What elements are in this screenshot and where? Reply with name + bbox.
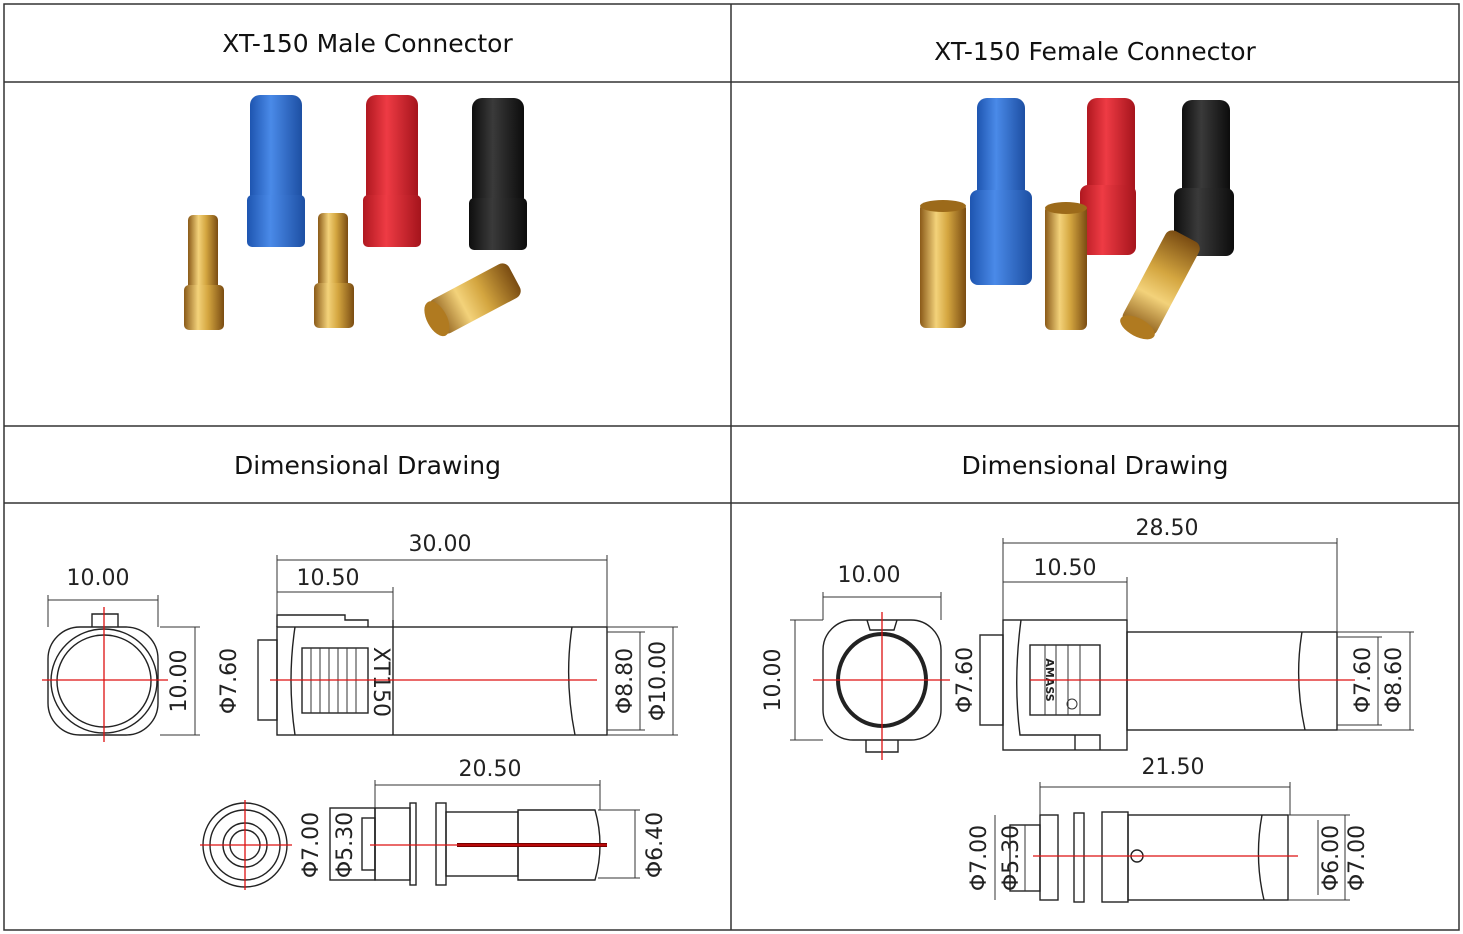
male-overall-length: 30.00 <box>409 532 472 557</box>
male-dimensional-drawing: 10.00 10.00 XT150 30.00 10.50 Φ7.60 <box>42 532 678 890</box>
male-connector-photo <box>184 95 527 337</box>
male-pin-dia-base: Φ5.30 <box>333 812 358 878</box>
male-dia-cap: Φ7.60 <box>217 648 242 714</box>
male-pin <box>184 215 224 330</box>
female-connector-photo <box>920 98 1234 340</box>
male-side-view: XT150 30.00 10.50 Φ7.60 Φ8.80 Φ10.00 <box>217 532 678 736</box>
male-pin-dia-tip: Φ6.40 <box>643 812 668 878</box>
black-housing <box>1174 100 1234 256</box>
female-pin-dia-collar: Φ7.00 <box>967 825 992 891</box>
female-housing-length: 10.50 <box>1034 556 1097 581</box>
female-front-width: 10.00 <box>838 563 901 588</box>
female-connector-title: XT-150 Female Connector <box>934 36 1256 66</box>
male-dia-outer: Φ10.00 <box>646 641 671 721</box>
female-pin <box>1045 202 1087 330</box>
female-pin-drawing: 21.50 Φ7.00 Φ5.30 Φ6.00 Φ7.00 <box>967 755 1370 903</box>
male-pin <box>314 213 354 328</box>
blue-housing <box>970 98 1032 285</box>
male-drawing-title: Dimensional Drawing <box>233 451 502 480</box>
female-front-view: 10.00 10.00 <box>761 563 950 760</box>
red-housing <box>1080 98 1136 255</box>
female-front-height: 10.00 <box>761 649 786 712</box>
female-pin-length: 21.50 <box>1142 755 1205 780</box>
female-dia-inner: Φ7.60 <box>1351 647 1376 713</box>
male-pin-length: 20.50 <box>459 757 522 782</box>
female-overall-length: 28.50 <box>1136 516 1199 541</box>
male-pin-drawing: 20.50 Φ7.00 Φ5.30 Φ6.40 <box>200 757 668 890</box>
male-front-width: 10.00 <box>67 566 130 591</box>
table-grid <box>3 3 1460 931</box>
blue-housing <box>247 95 305 247</box>
red-housing <box>363 95 421 247</box>
female-pin-dia-outer: Φ7.00 <box>1345 825 1370 891</box>
male-connector-title: XT-150 Male Connector <box>222 28 513 58</box>
female-drawing-title: Dimensional Drawing <box>961 451 1229 480</box>
male-front-view: 10.00 10.00 <box>42 566 200 742</box>
female-pin-dia-inner: Φ6.00 <box>1319 825 1344 891</box>
black-housing <box>469 98 527 250</box>
female-dia-outer: Φ8.60 <box>1382 647 1407 713</box>
male-housing-label: XT150 <box>368 647 393 717</box>
male-pin-lying <box>424 263 521 337</box>
female-pin <box>920 200 966 328</box>
female-pin-dia-base: Φ5.30 <box>999 825 1024 891</box>
male-front-height: 10.00 <box>167 650 192 713</box>
female-dimensional-drawing: 10.00 10.00 AMASS 28.50 10.50 Φ7.60 <box>761 516 1414 903</box>
male-pin-dia-collar: Φ7.00 <box>299 812 324 878</box>
male-dia-inner: Φ8.80 <box>613 648 638 714</box>
female-side-view: AMASS 28.50 10.50 Φ7.60 Φ7.60 Φ8.60 <box>953 516 1414 751</box>
male-housing-length: 10.50 <box>297 566 360 591</box>
female-pin-lying <box>1120 230 1200 340</box>
female-dia-cap: Φ7.60 <box>953 647 978 713</box>
